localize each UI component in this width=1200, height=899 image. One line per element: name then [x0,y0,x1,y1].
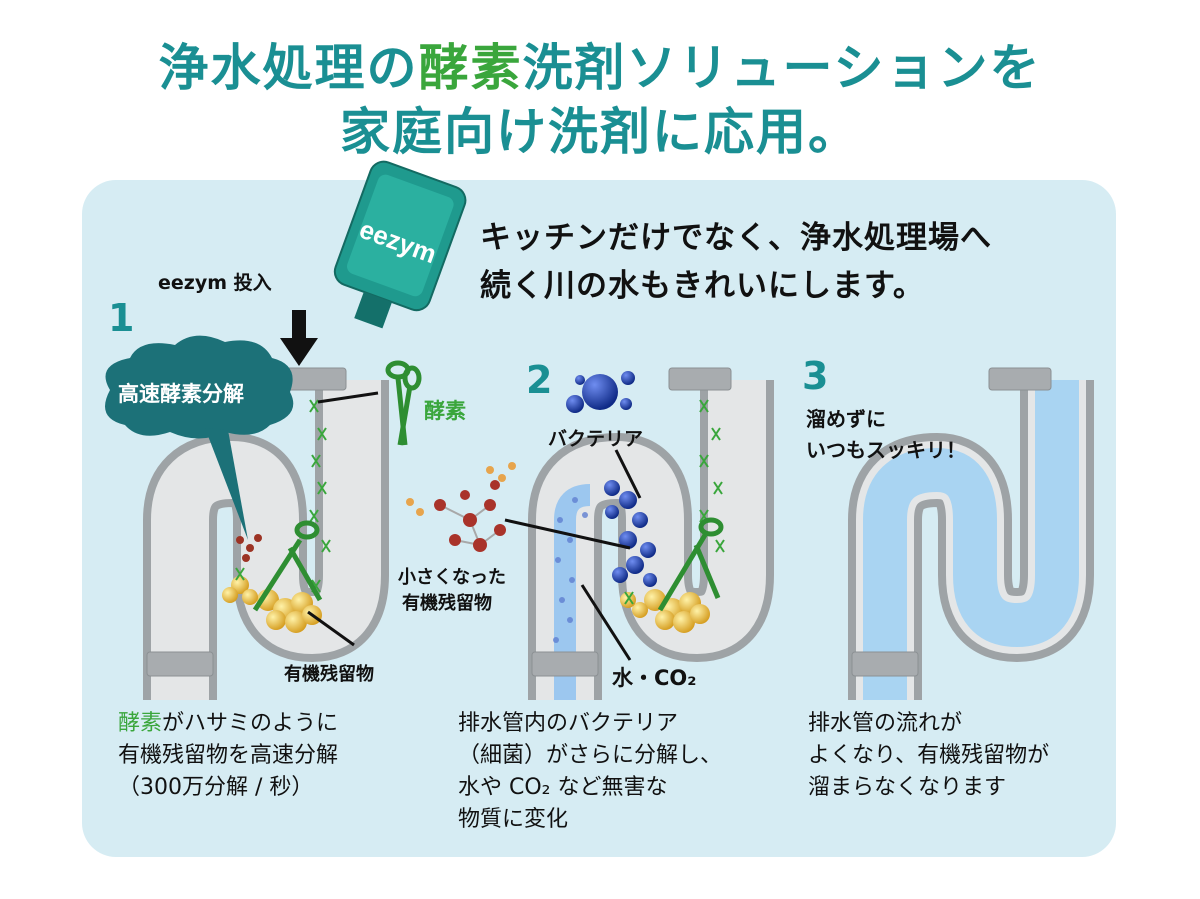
step-3-desc-line-2: よくなり、有機残留物が [808,743,1050,768]
step-2-desc-line-1: 排水管内のバクテリア [458,711,679,736]
page-title-line-2: 家庭向け洗剤に応用。 [340,103,860,161]
enzyme-pointer-line [317,391,379,404]
headline-line-1: キッチンだけでなく、浄水処理場へ [480,220,992,256]
arrow-down-icon [280,310,318,366]
bacteria-pointer-line [614,449,642,499]
headline-line-2: 続く川の水もきれいにします。 [480,268,925,304]
scissors-icon [385,360,422,446]
bottle-icon: eezym [333,160,467,329]
water-co2-label: 水・CO₂ [612,666,697,690]
step-3-label-2: いつもスッキリ！ [806,438,966,462]
residue-pointer-line [307,610,355,647]
pipe-1 [143,367,389,700]
bacteria-label: バクテリア [548,428,644,450]
step-3-desc-line-1: 排水管の流れが [808,711,963,736]
step-2-desc-line-4: 物質に変化 [458,807,569,832]
water-pointer-line [580,584,632,661]
step-1-description: 酵素がハサミのように 有機残留物を高速分解 （300万分解 / 秒） [118,708,438,804]
page-title-line-1: 浄水処理の酵素洗剤ソリューションを [158,39,1042,97]
small-residue-label-1: 小さくなった [398,567,506,588]
step-1-number: 1 [108,296,135,340]
step-1-desc-line-1: 酵素がハサミのように [118,711,339,736]
cloud-label: 高速酵素分解 [118,382,244,406]
molecule-icon [236,534,262,562]
enzyme-label: 酵素 [424,399,466,423]
step-2-desc-line-2: （細菌）がさらに分解し、 [458,743,723,768]
step-2-desc-line-3: 水や CO₂ など無害な [458,775,668,800]
bacteria-icon [604,480,657,587]
scissors-icon [252,520,323,612]
scissors-icon [235,399,331,593]
pipe-3 [848,367,1094,700]
step-3-label-1: 溜めずに [806,407,886,431]
step-1-desc-line-2: 有機残留物を高速分解 [118,743,339,768]
small-residue-label-2: 有機残留物 [402,593,492,614]
step-3-number: 3 [802,354,829,398]
pour-label: eezym 投入 [158,272,272,294]
step-2-number: 2 [526,358,553,402]
step-3-description: 排水管の流れが よくなり、有機残留物が 溜まらなくなります [808,708,1108,804]
step-1-desc-line-3: （300万分解 / 秒） [118,775,314,800]
molecule-icon [406,462,516,552]
bacteria-icon [566,371,635,413]
step-3-desc-line-3: 溜まらなくなります [808,775,1007,800]
pipe-2 [528,367,774,700]
residue-label: 有機残留物 [284,664,374,685]
small-residue-pointer-line [504,518,631,550]
step-2-description: 排水管内のバクテリア （細菌）がさらに分解し、 水や CO₂ など無害な 物質に… [458,708,778,836]
cloud-icon [105,335,294,540]
